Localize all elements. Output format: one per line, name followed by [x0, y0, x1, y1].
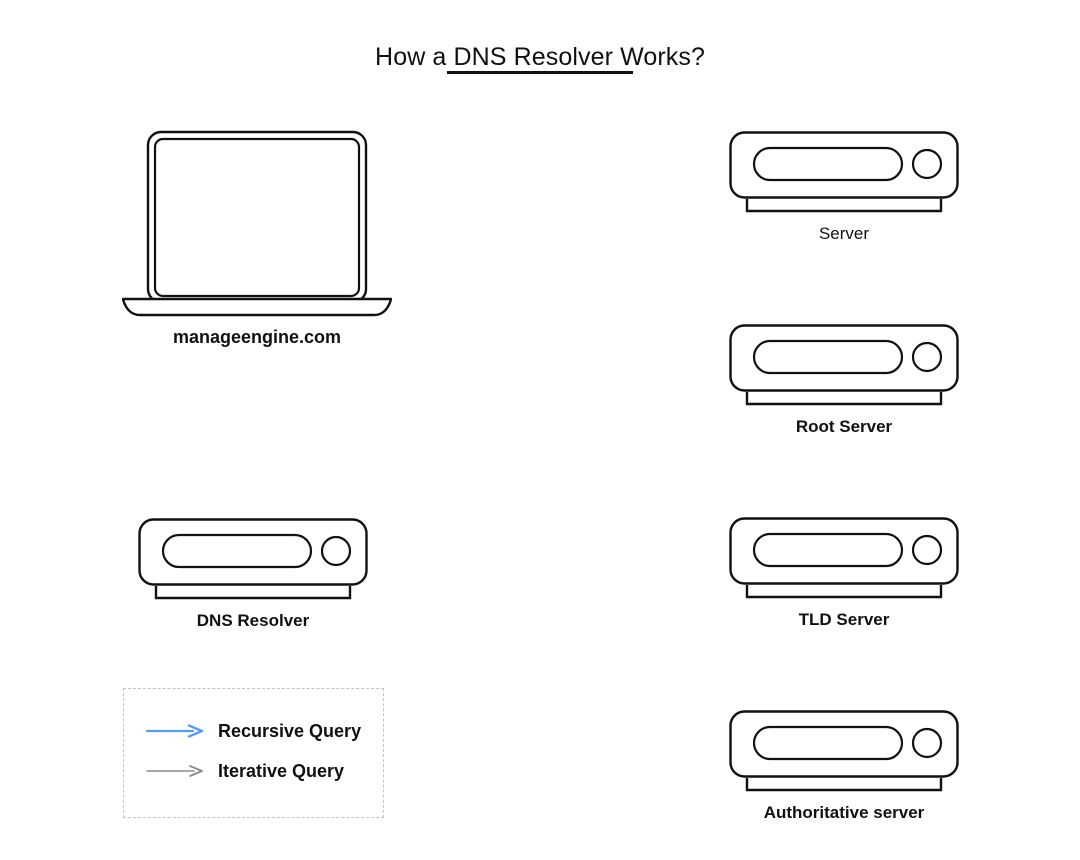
- node-authoritative-server-label: Authoritative server: [763, 803, 925, 822]
- server-icon: [729, 710, 959, 792]
- node-authoritative-server: Authoritative server: [729, 710, 959, 822]
- node-dns-resolver-label: DNS Resolver: [196, 611, 310, 630]
- arrow-right-icon: [146, 765, 203, 777]
- server-icon: [138, 518, 368, 600]
- server-icon: [729, 131, 959, 213]
- legend-label-iterative-query: Iterative Query: [218, 761, 345, 781]
- legend-box: Recursive Query Iterative Query: [123, 688, 384, 818]
- title-underline: [447, 71, 633, 74]
- server-icon: [729, 324, 959, 406]
- node-client-laptop-label: manageengine.com: [172, 327, 342, 347]
- legend-label-recursive-query: Recursive Query: [218, 721, 362, 741]
- server-icon: [729, 517, 959, 599]
- page-title-text: How a DNS Resolver Works?: [375, 43, 705, 71]
- node-server: Server: [729, 131, 959, 243]
- legend-item-recursive-query: Recursive Query: [146, 720, 361, 742]
- page-title: How a DNS Resolver Works?: [0, 42, 1080, 72]
- node-server-label: Server: [818, 224, 870, 243]
- node-dns-resolver: DNS Resolver: [138, 518, 368, 630]
- node-tld-server-label: TLD Server: [798, 610, 890, 629]
- laptop-icon: [122, 130, 392, 317]
- node-tld-server: TLD Server: [729, 517, 959, 629]
- node-root-server: Root Server: [729, 324, 959, 436]
- node-client-laptop: manageengine.com: [122, 130, 392, 347]
- legend-item-iterative-query: Iterative Query: [146, 760, 344, 782]
- node-root-server-label: Root Server: [795, 417, 893, 436]
- arrow-right-icon: [146, 724, 204, 738]
